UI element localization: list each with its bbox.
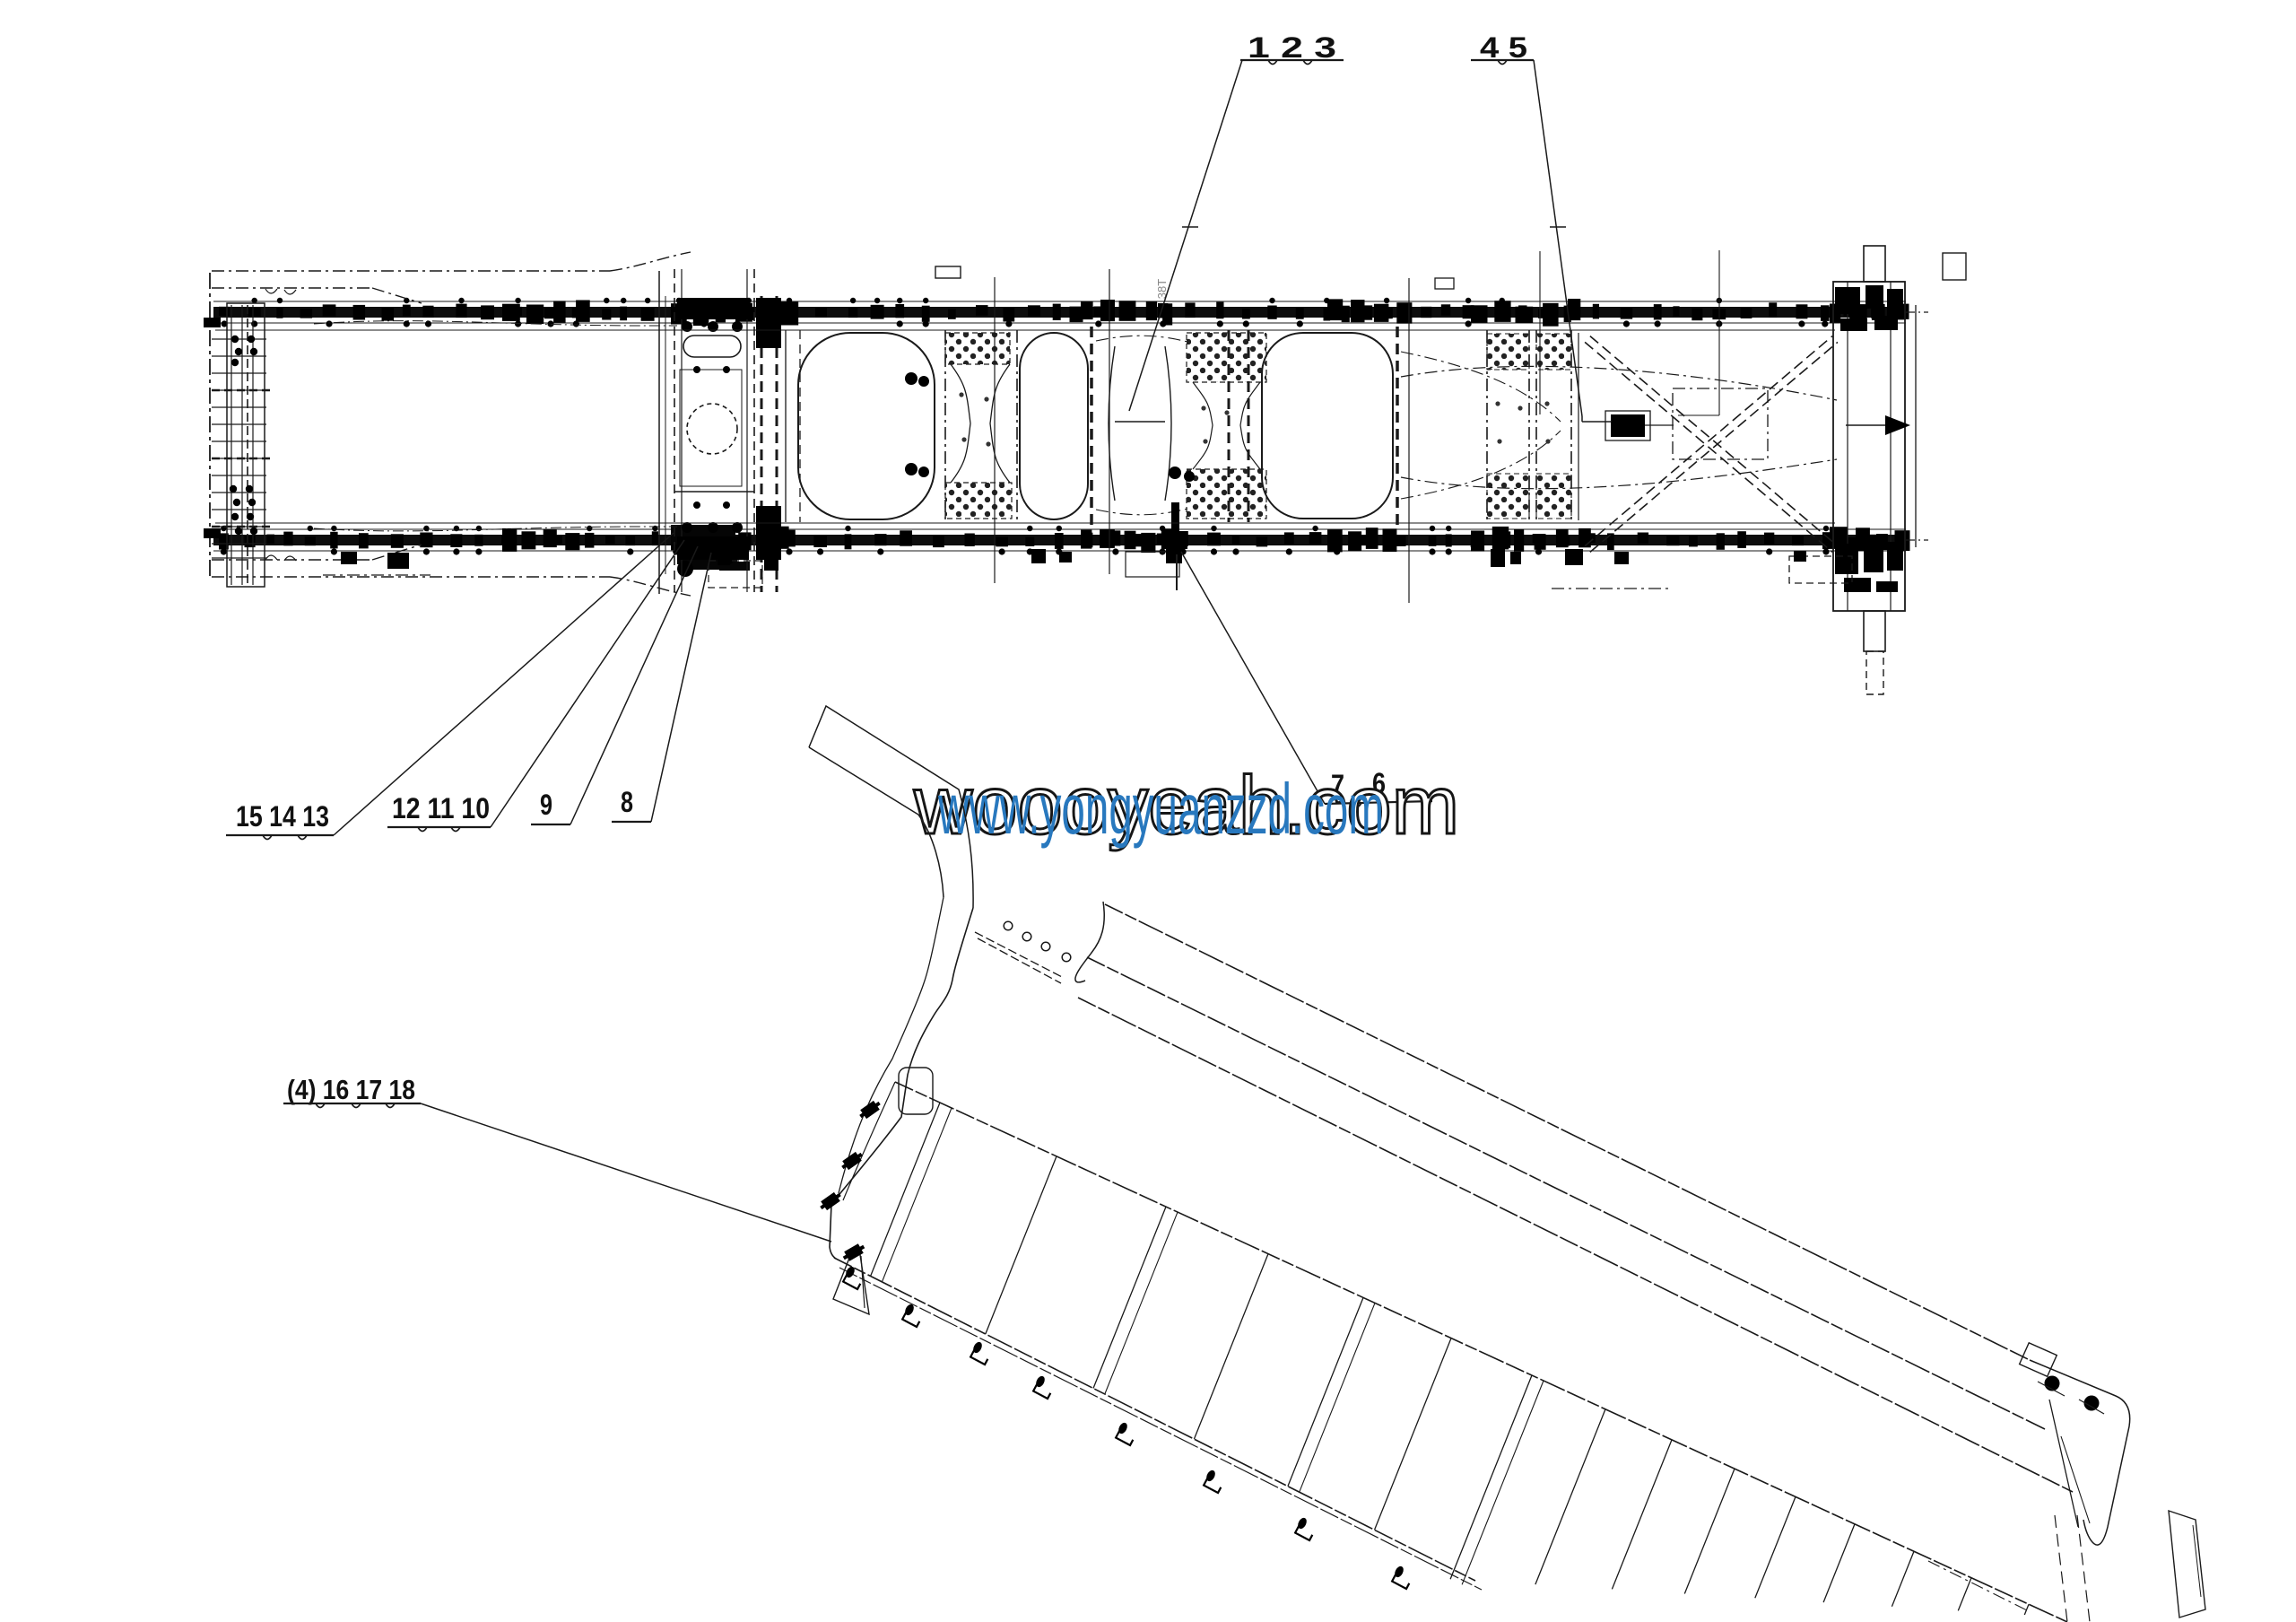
svg-text:1 2 3: 1 2 3 [1248,31,1336,64]
svg-text:15 14 13: 15 14 13 [236,800,329,833]
svg-text:9: 9 [540,789,552,821]
svg-text:4 5: 4 5 [1480,31,1527,64]
svg-text:38T: 38T [1155,279,1169,299]
svg-text:12 11 10: 12 11 10 [392,792,490,824]
svg-text:8: 8 [621,786,633,818]
svg-text:woooyeah.com: woooyeah.com [913,760,1459,851]
svg-text:(4) 16 17 18: (4) 16 17 18 [287,1074,415,1105]
svg-text:www.yongyuanzzd.com: www.yongyuanzzd.com [937,769,1384,849]
svg-text:6: 6 [1372,767,1386,799]
svg-text:7: 7 [1331,769,1344,801]
